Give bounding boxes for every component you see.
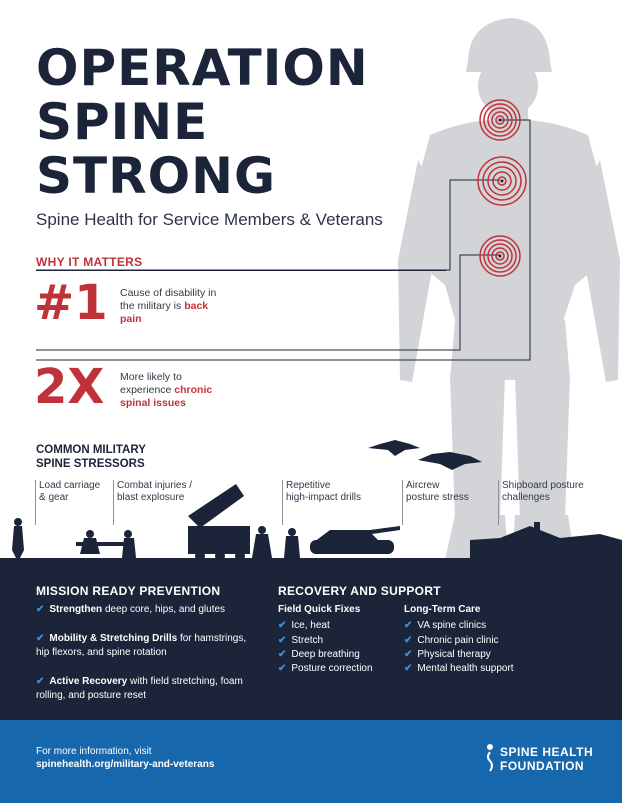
title-line-3: STRONG	[36, 147, 277, 205]
stressor-high-impact-drills: Repetitive high-impact drills	[282, 480, 361, 525]
longterm-item-2-label: Chronic pain clinic	[417, 635, 499, 646]
stat-2-highlight: chronic spinal issues	[120, 384, 213, 409]
check-icon: ✔	[36, 676, 45, 687]
stressor-3-line-2: high-impact drills	[286, 492, 362, 503]
field-item-4: ✔ Posture correction	[278, 663, 373, 674]
title-line-2: SPINE	[36, 93, 209, 151]
stressors-heading-line-2: SPINE STRESSORS	[36, 458, 145, 470]
stressor-aircrew-posture: Aircrew posture stress	[402, 480, 469, 525]
stressor-load-carriage: Load carriage & gear	[35, 480, 100, 525]
jet-icon	[368, 440, 420, 456]
prevention-item-2: ✔ Mobility & Stretching Drills for hamstr…	[36, 632, 261, 660]
check-icon: ✔	[404, 635, 413, 646]
lower-back-target-icon	[479, 235, 521, 277]
stat-1-value: #1	[34, 275, 108, 331]
footer-url-link[interactable]: spinehealth.org/military-and-veterans	[36, 759, 215, 770]
stressor-4-line-2: posture stress	[406, 492, 469, 503]
long-term-care-heading: Long-Term Care	[404, 604, 481, 615]
upper-back-target-icon	[479, 99, 521, 141]
stressor-2-line-2: blast explosure	[117, 492, 185, 503]
subtitle: Spine Health for Service Members & Veter…	[36, 210, 383, 229]
check-icon: ✔	[278, 620, 287, 631]
spine-health-logo-icon	[487, 744, 493, 772]
stat-2-label: More likely to experience	[120, 371, 182, 396]
longterm-item-2: ✔ Chronic pain clinic	[404, 635, 499, 646]
check-icon: ✔	[278, 635, 287, 646]
field-quick-fixes-heading: Field Quick Fixes	[278, 604, 361, 615]
field-item-4-label: Posture correction	[291, 663, 373, 674]
check-icon: ✔	[404, 620, 413, 631]
stressor-1-line-2: & gear	[39, 492, 69, 503]
stressor-2-line-1: Combat injuries /	[117, 480, 193, 491]
stressor-combat-injuries: Combat injuries / blast explosure	[113, 480, 192, 525]
prevention-item-3-bold: Active Recovery	[49, 676, 128, 687]
prevention-item-1-bold: Strengthen	[49, 604, 103, 615]
mid-back-target-icon	[477, 156, 527, 206]
prevention-item-1-rest: deep core, hips, and glutes	[102, 604, 226, 615]
check-icon: ✔	[278, 649, 287, 660]
longterm-item-1: ✔ VA spine clinics	[404, 620, 486, 631]
field-item-2-label: Stretch	[291, 635, 324, 646]
prevention-item-1: ✔ Strengthen deep core, hips, and glutes	[36, 603, 261, 617]
prevention-item-2-rest: for hamstrings, hip flexors, and spine r…	[36, 633, 247, 658]
stat-1-label: Cause of disability in the military is	[120, 287, 217, 312]
field-item-1-label: Ice, heat	[291, 620, 330, 631]
check-icon: ✔	[36, 604, 45, 615]
stressor-3-line-1: Repetitive	[286, 480, 331, 491]
longterm-item-1-label: VA spine clinics	[417, 620, 487, 631]
military-silhouettes	[0, 440, 622, 570]
field-item-3-label: Deep breathing	[291, 649, 360, 660]
logo-line-2: FOUNDATION	[500, 759, 585, 773]
check-icon: ✔	[404, 649, 413, 660]
prevention-recovery-panel	[0, 563, 622, 720]
check-icon: ✔	[404, 663, 413, 674]
check-icon: ✔	[36, 633, 45, 644]
stressor-4-line-1: Aircrew	[406, 480, 440, 491]
jet-icon	[418, 452, 482, 470]
stressors-heading: COMMON MILITARY SPINE STRESSORS	[36, 443, 146, 471]
stat-1-highlight: back pain	[120, 300, 209, 325]
stressor-1-line-1: Load carriage	[39, 480, 101, 491]
prevention-item-3: ✔ Active Recovery with field stretching, …	[36, 675, 261, 703]
check-icon: ✔	[278, 663, 287, 674]
prevention-item-3-rest: with field stretching, foam rolling, and…	[36, 676, 243, 701]
stat-1-text: Cause of disability in the military is b…	[120, 287, 230, 326]
stressor-5-line-1: Shipboard posture	[502, 480, 584, 491]
stressor-5-line-2: challenges	[502, 492, 550, 503]
stressors-heading-line-1: COMMON MILITARY	[36, 444, 146, 456]
prevention-heading: MISSION READY PREVENTION	[36, 584, 221, 598]
why-it-matters-heading: WHY IT MATTERS	[36, 255, 143, 269]
longterm-item-3-label: Physical therapy	[417, 649, 491, 660]
stressor-shipboard-posture: Shipboard posture challenges	[498, 480, 584, 525]
footer	[0, 720, 622, 803]
longterm-item-4: ✔ Mental health support	[404, 663, 514, 674]
field-item-1: ✔ Ice, heat	[278, 620, 330, 631]
field-item-3: ✔ Deep breathing	[278, 649, 360, 660]
stat-2-value: 2X	[34, 359, 105, 415]
longterm-item-3: ✔ Physical therapy	[404, 649, 491, 660]
stat-2-text: More likely to experience chronic spinal…	[120, 371, 230, 410]
longterm-item-4-label: Mental health support	[417, 663, 514, 674]
footer-info-label: For more information, visit	[36, 746, 152, 757]
field-item-2: ✔ Stretch	[278, 635, 323, 646]
divider	[36, 270, 446, 271]
logo-line-1: SPINE HEALTH	[500, 745, 594, 759]
recovery-heading: RECOVERY AND SUPPORT	[278, 584, 441, 598]
prevention-item-2-bold: Mobility & Stretching Drills	[49, 633, 178, 644]
title-line-1: OPERATION	[36, 39, 369, 97]
